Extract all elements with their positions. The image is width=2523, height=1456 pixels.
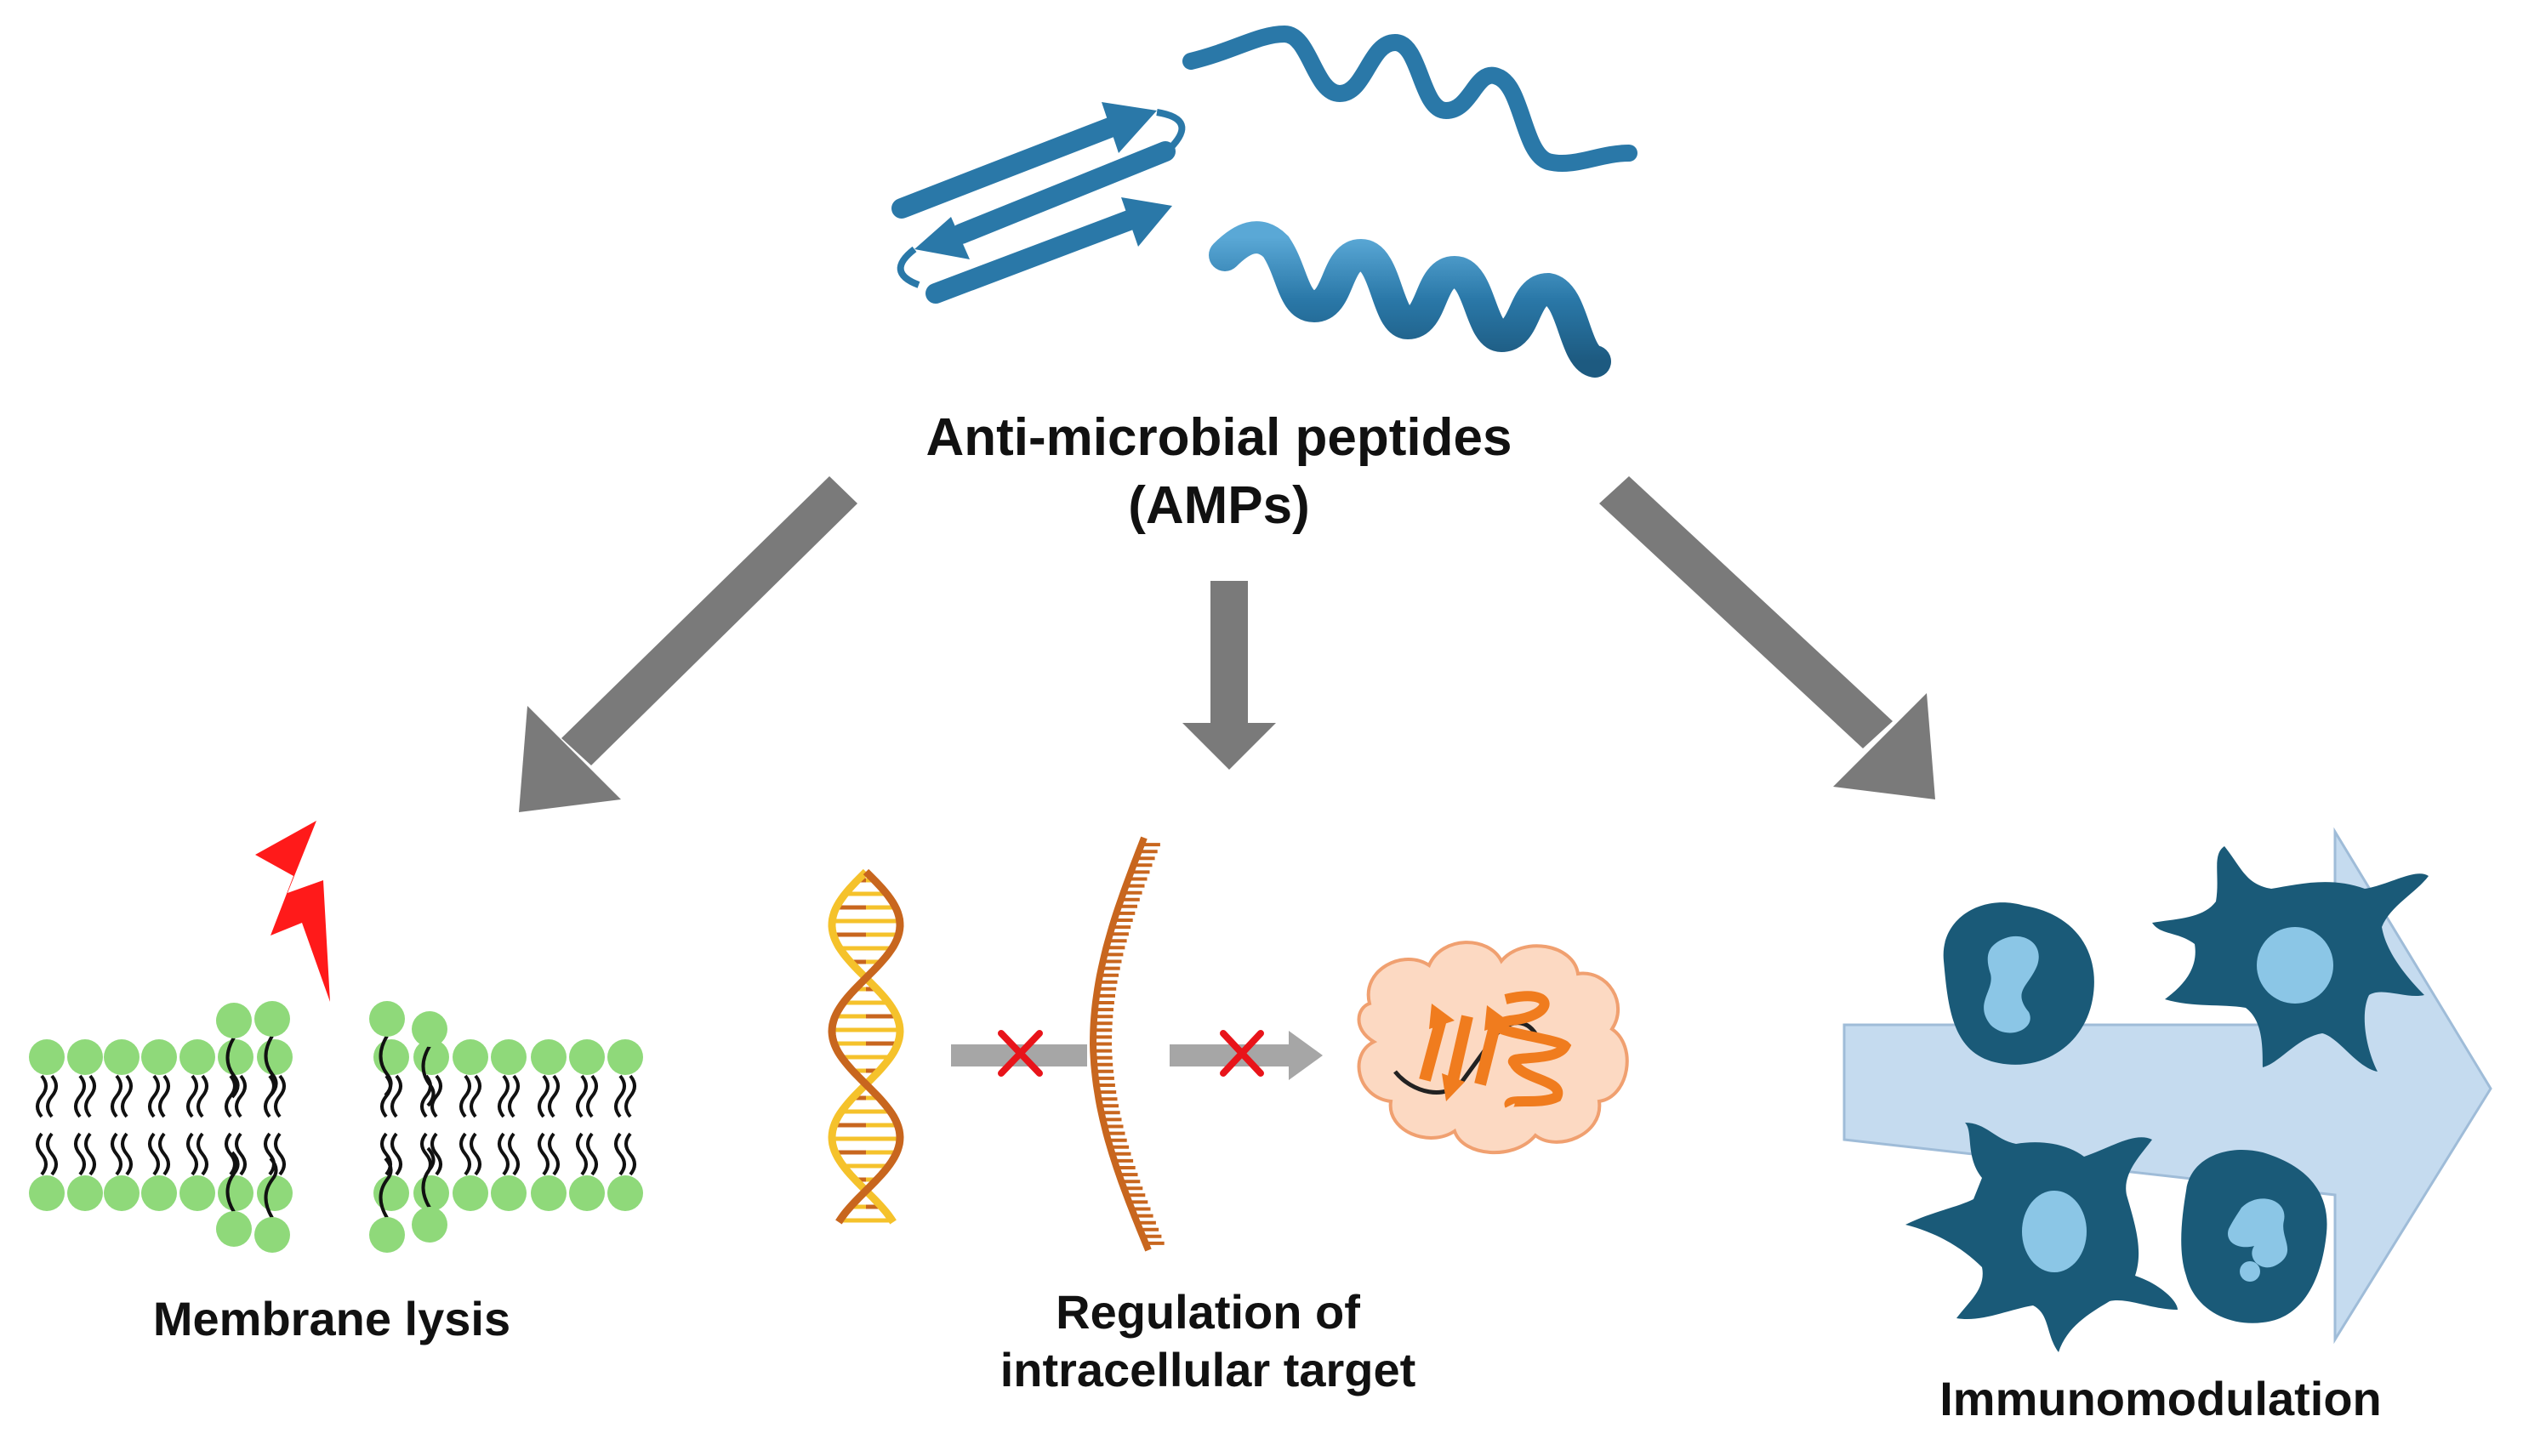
intracellular-target-label-line2: intracellular target: [1000, 1343, 1416, 1396]
arrow-to-membrane-lysis: [519, 476, 857, 812]
diagram-title: Anti-microbial peptides: [925, 408, 1512, 467]
rna-strand-icon: [1089, 836, 1165, 1252]
immune-cell-icon: [1943, 902, 2094, 1065]
blocked-arrow-dna-to-rna: [951, 1030, 1087, 1077]
blocked-arrow-rna-to-protein: [1170, 1030, 1323, 1080]
lipid-bilayer-icon: [29, 1001, 643, 1253]
dendritic-cell-icon-2: [1905, 1123, 2178, 1352]
immunomodulation-label: Immunomodulation: [1939, 1372, 2382, 1425]
arrow-to-intracellular-target: [1182, 581, 1276, 770]
immune-cell-icon-2: [2181, 1150, 2327, 1323]
beta-sheet-peptide-icon: [891, 102, 1186, 304]
arrow-to-immunomodulation: [1599, 476, 1935, 799]
diagram-title-abbreviation: (AMPs): [1128, 476, 1310, 535]
lightning-bolt-icon: [255, 821, 330, 1002]
dendritic-cell-icon: [2152, 846, 2429, 1072]
protein-cloud-icon: [1357, 941, 1629, 1154]
membrane-lysis-label: Membrane lysis: [152, 1292, 511, 1345]
intracellular-target-label-line1: Regulation of: [1056, 1285, 1360, 1339]
random-coil-peptide-icon: [1182, 25, 1637, 173]
alpha-helix-peptide-icon: [1209, 221, 1611, 378]
dna-double-helix-icon: [828, 868, 904, 1225]
